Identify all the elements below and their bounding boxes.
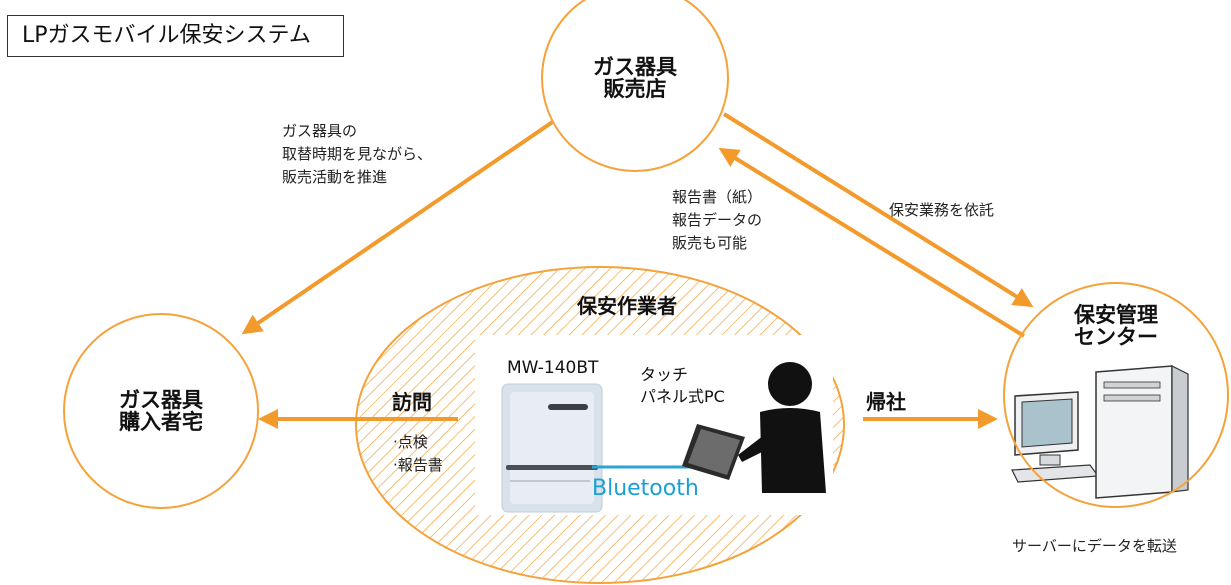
note-shop-to-center: 保安業務を依託 [889, 201, 995, 219]
touch-panel-pc-label: タッチ パネル式PC [640, 365, 725, 406]
touch-panel-pc-icon [682, 424, 745, 480]
note-server-transfer: サーバーにデータを転送 [1012, 537, 1177, 555]
return-label: 帰社 [866, 390, 906, 414]
diagram-title: LPガスモバイル保安システム [7, 15, 344, 57]
visit-label: 訪問 [392, 390, 432, 414]
arrow-shop-to-buyer [241, 119, 556, 335]
arrow-center-to-shop [718, 147, 1026, 338]
device-model-label: MW-140BT [507, 358, 599, 378]
note-shop-to-buyer: ガス器具の 取替時期を見ながら、 販売活動を推進 [282, 122, 433, 186]
node-buyer-home: ガス器具 購入者宅 [63, 313, 259, 509]
arrow-shop-to-center [722, 112, 1034, 308]
worker-title: 保安作業者 [577, 294, 677, 318]
visit-tasks: ·点検 ·報告書 [393, 433, 443, 474]
node-buyer-home-line1: ガス器具 [119, 388, 203, 412]
bluetooth-label: Bluetooth [592, 476, 699, 501]
node-security-center-line1: 保安管理 [1074, 303, 1158, 327]
node-sales-shop-line1: ガス器具 [593, 55, 677, 79]
node-buyer-home-line2: 購入者宅 [119, 410, 203, 434]
worker-figure [738, 362, 826, 493]
node-sales-shop-line2: 販売店 [603, 77, 667, 101]
mw140bt-device-image [501, 383, 603, 513]
note-center-to-shop: 報告書（紙） 報告データの 販売も可能 [672, 188, 763, 252]
node-security-center-line2: センター [1074, 325, 1158, 349]
node-sales-shop: ガス器具 販売店 [541, 0, 729, 172]
node-security-center: 保安管理 センター [1003, 282, 1229, 508]
